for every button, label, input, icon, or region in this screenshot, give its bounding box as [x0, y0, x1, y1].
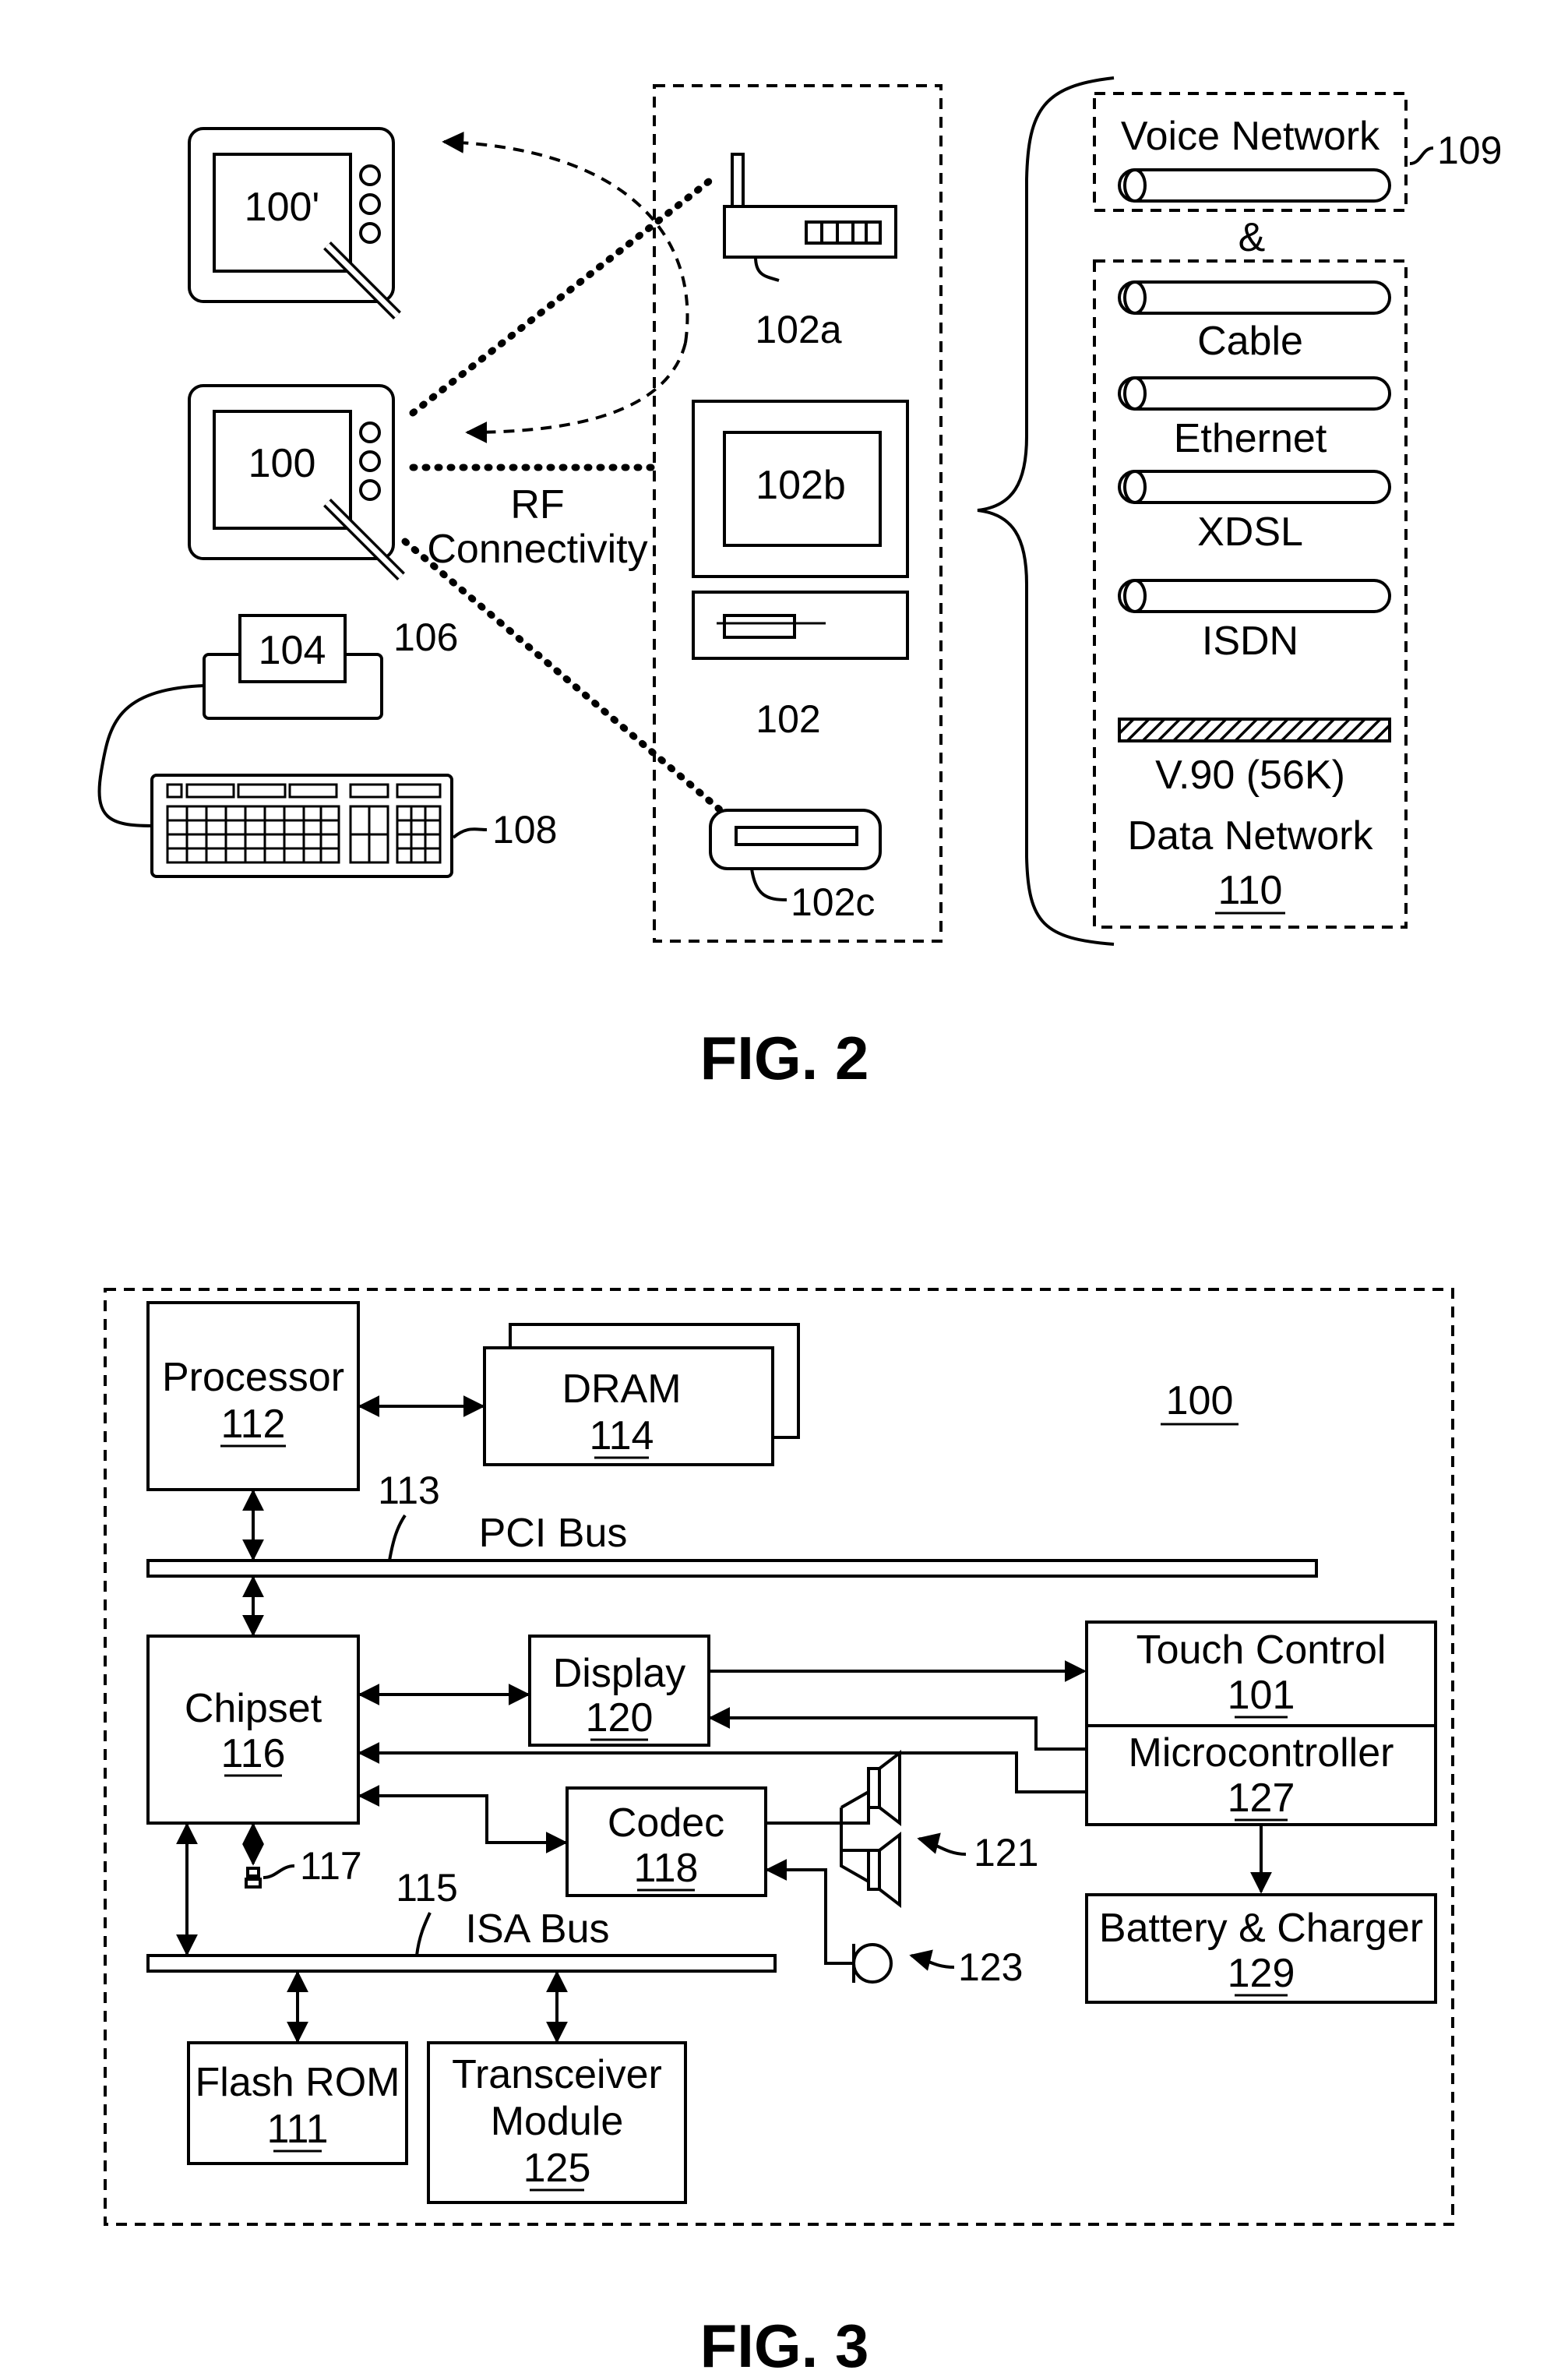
voice-ref-label: 109: [1437, 129, 1502, 172]
isa-bus-label: ISA Bus: [466, 1906, 610, 1952]
ampersand-label: &: [1239, 215, 1266, 260]
pci-bus: [148, 1561, 1316, 1576]
transceiver-module: Module: [491, 2099, 624, 2144]
pci-ref-label: 113: [378, 1469, 440, 1512]
speaker-icon: [767, 1753, 900, 1905]
figure-3: 100 Processor 112 DRAM 114 PCI Bus 113 C…: [105, 1289, 1453, 2377]
data-network-ref: 110: [1218, 868, 1283, 913]
isa-bus: [148, 1956, 775, 1971]
rf-link-router: [413, 175, 717, 413]
cable-pipe: [1119, 282, 1390, 313]
tablet-secondary-label: 100': [245, 185, 320, 230]
microphone-icon: [854, 1945, 891, 1982]
mic-line: [767, 1870, 853, 1963]
display-ref: 120: [586, 1695, 654, 1740]
chipset-name: Chipset: [185, 1686, 322, 1731]
data-network-label: Data Network: [1128, 813, 1374, 859]
voice-network-label: Voice Network: [1121, 114, 1380, 159]
pc: 102b: [693, 401, 907, 658]
router: [724, 154, 896, 257]
connectivity-label: Connectivity: [427, 527, 647, 572]
tablet-secondary: 100': [189, 129, 397, 316]
flash-rom-ref: 111: [266, 2107, 328, 2152]
fig3-caption: FIG. 3: [700, 2312, 869, 2377]
dram-ref: 114: [590, 1413, 654, 1458]
component-117-icon: [248, 1868, 259, 1876]
touch-control-name: Touch Control: [1136, 1628, 1387, 1673]
chipset-block: Chipset 116: [148, 1636, 358, 1823]
speaker-ref-label: 121: [974, 1831, 1038, 1874]
network-ethernet-label: Ethernet: [1174, 416, 1327, 461]
keyboard: [152, 775, 452, 876]
pen-ref-label: 106: [393, 615, 458, 659]
transceiver-block: Transceiver Module 125: [428, 2043, 685, 2202]
rf-link-handheld: [405, 541, 721, 810]
transceiver-name: Transceiver: [452, 2052, 662, 2097]
component-ref-label: 117: [300, 1844, 362, 1888]
modem-label: V.90 (56K): [1155, 753, 1345, 798]
dram-block: DRAM 114: [484, 1324, 798, 1465]
modem-line: [1119, 719, 1390, 741]
flash-rom-block: Flash ROM 111: [189, 2043, 407, 2164]
network-isdn-label: ISDN: [1202, 619, 1298, 664]
flash-rom-name: Flash ROM: [196, 2060, 400, 2105]
tablet-primary: 100: [189, 386, 401, 577]
processor-ref: 112: [221, 1402, 286, 1447]
fig2-caption: FIG. 2: [700, 1024, 869, 1092]
keyboard-ref-label: 108: [492, 808, 557, 852]
microcontroller-name: Microcontroller: [1129, 1730, 1394, 1776]
codec-block: Codec 118: [567, 1788, 766, 1896]
printer-label: 104: [259, 628, 326, 673]
handheld-label: 102c: [791, 880, 875, 924]
microcontroller-ref: 127: [1228, 1776, 1295, 1821]
network-xdsl-label: XDSL: [1197, 510, 1303, 555]
voice-pipe: [1119, 170, 1390, 201]
chipset-ref: 116: [221, 1731, 286, 1776]
pc-monitor-label: 102b: [756, 463, 846, 508]
codec-ref: 118: [634, 1846, 699, 1891]
device-ref-label: 100: [1166, 1378, 1234, 1423]
rf-label: RF: [510, 482, 564, 527]
figure-2: 100' 100 106 104: [100, 78, 1503, 1092]
handheld: [710, 810, 880, 869]
router-label: 102a: [755, 308, 841, 351]
pci-bus-label: PCI Bus: [479, 1511, 628, 1556]
network-cable-label: Cable: [1197, 319, 1303, 364]
isa-ref-label: 115: [396, 1866, 458, 1910]
roaming-arc-upper: [444, 142, 687, 343]
battery-ref: 129: [1228, 1951, 1295, 1996]
infrastructure-group: [654, 86, 941, 941]
codec-name: Codec: [608, 1800, 724, 1846]
battery-block: Battery & Charger 129: [1087, 1895, 1436, 2002]
display-block: Display 120: [530, 1636, 709, 1745]
processor-name: Processor: [162, 1355, 344, 1400]
tablet-primary-label: 100: [248, 441, 316, 486]
touch-control-ref: 101: [1228, 1673, 1295, 1718]
touch-micro-block: Touch Control 101 Microcontroller 127: [1087, 1622, 1436, 1825]
printer: 104: [204, 615, 382, 718]
display-name: Display: [553, 1651, 686, 1696]
pc-group-label: 102: [756, 697, 820, 741]
mic-ref-label: 123: [958, 1945, 1023, 1989]
battery-name: Battery & Charger: [1099, 1906, 1423, 1951]
xdsl-pipe: [1119, 471, 1390, 503]
ethernet-pipe: [1119, 378, 1390, 409]
processor-block: Processor 112: [148, 1303, 358, 1490]
dram-name: DRAM: [562, 1367, 681, 1412]
transceiver-ref: 125: [523, 2146, 591, 2191]
isdn-pipe: [1119, 580, 1390, 612]
